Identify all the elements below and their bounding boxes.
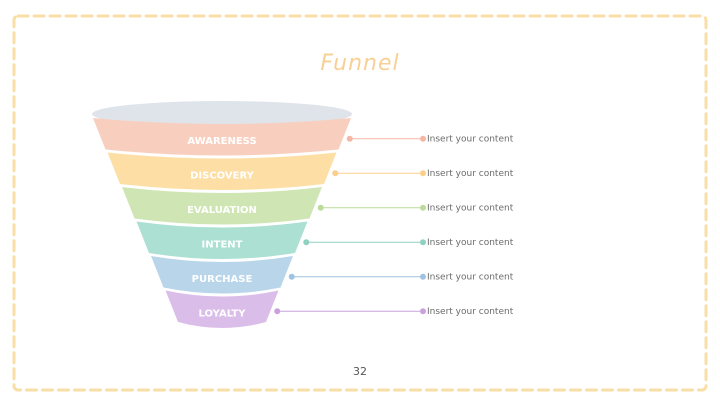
funnel-stage-shape [136, 221, 308, 259]
funnel-stage: DISCOVERY Insert your content [107, 152, 514, 190]
funnel-stage-label: LOYALTY [199, 308, 247, 319]
funnel-stage-label: PURCHASE [192, 274, 253, 285]
stage-description[interactable]: Insert your content [427, 272, 514, 282]
stage-description[interactable]: Insert your content [427, 134, 514, 144]
stage-description[interactable]: Insert your content [427, 169, 514, 179]
funnel-top [92, 101, 352, 127]
funnel-stage-label: EVALUATION [187, 205, 257, 216]
funnel-stage: LOYALTY Insert your content [165, 290, 514, 328]
slide-title: Funnel [320, 51, 399, 76]
stage-description[interactable]: Insert your content [427, 307, 514, 317]
slide-border [12, 14, 708, 392]
connector-end-dot [420, 308, 426, 315]
funnel-stage-shape [122, 187, 322, 225]
connector-end-dot [420, 135, 426, 142]
connector-end-dot [420, 239, 426, 246]
funnel-stage-label: AWARENESS [187, 136, 256, 147]
funnel-stage-shape [93, 118, 351, 156]
funnel-stage-shape [165, 290, 279, 328]
connector-end-dot [420, 273, 426, 280]
funnel-stage-label: INTENT [202, 239, 243, 250]
funnel-stage: INTENT Insert your content [136, 221, 514, 259]
stage-description[interactable]: Insert your content [427, 203, 514, 213]
page-number: 32 [353, 365, 367, 378]
funnel-stage: PURCHASE Insert your content [151, 256, 514, 294]
funnel-stage-shape [151, 256, 293, 294]
stage-description[interactable]: Insert your content [427, 238, 514, 248]
funnel-stage: AWARENESS Insert your content [93, 118, 514, 156]
connector-end-dot [420, 204, 426, 211]
funnel-stage-label: DISCOVERY [190, 170, 255, 181]
funnel-stage: EVALUATION Insert your content [122, 187, 514, 225]
connector-end-dot [420, 170, 426, 177]
funnel-stage-shape [107, 152, 337, 190]
